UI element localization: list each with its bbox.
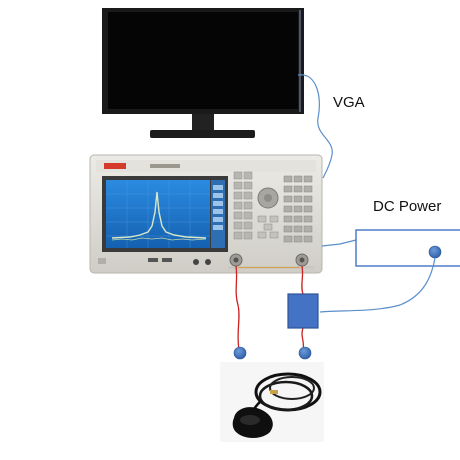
dc-power-link-cable <box>321 239 357 247</box>
monitor-base <box>150 130 255 138</box>
rf-cable-port-1 <box>235 265 240 351</box>
analyzer-softkeys <box>213 185 223 230</box>
connector-dot-1 <box>233 346 247 360</box>
dc-power-box <box>355 229 460 267</box>
dc-power-label: DC Power <box>373 198 442 215</box>
analyzer-usb-port <box>148 258 158 262</box>
rf-cable-bias-tee-out <box>301 327 305 351</box>
analyzer-keypad-left <box>233 171 253 240</box>
analyzer-nav-keys <box>257 215 279 239</box>
monitor-neck <box>192 114 214 130</box>
antenna-cable-coil-3 <box>269 376 315 400</box>
connector-dot-2 <box>298 346 312 360</box>
analyzer-port-1-center <box>233 257 239 263</box>
analyzer-knob-center <box>264 194 272 202</box>
dc-bias-cable <box>319 257 436 313</box>
antenna-cable-coil-2 <box>258 380 314 412</box>
network-analyzer <box>89 154 323 274</box>
bias-tee-box <box>287 293 319 329</box>
analyzer-trace-noise <box>111 237 207 241</box>
analyzer-top-strip <box>96 160 316 172</box>
antenna-connector <box>270 390 278 394</box>
monitor <box>102 8 304 138</box>
antenna-puck-highlight <box>240 415 260 425</box>
dc-power-output-dot <box>428 245 442 259</box>
vga-label: VGA <box>333 94 365 111</box>
gps-antenna <box>220 362 324 442</box>
analyzer-model-text <box>150 164 180 168</box>
analyzer-probe-jack-2 <box>205 259 211 265</box>
monitor-screen <box>108 12 298 109</box>
vga-cable <box>297 74 333 179</box>
analyzer-usb-port-2 <box>162 258 172 262</box>
analyzer-power-button <box>98 258 106 264</box>
analyzer-grid <box>106 180 210 248</box>
analyzer-brand-mark <box>104 163 126 169</box>
analyzer-probe-jack <box>193 259 199 265</box>
analyzer-trace <box>111 191 207 239</box>
analyzer-keypad-right <box>283 175 313 243</box>
analyzer-port-2-center <box>299 257 305 263</box>
rf-cable-port-2 <box>301 265 304 295</box>
